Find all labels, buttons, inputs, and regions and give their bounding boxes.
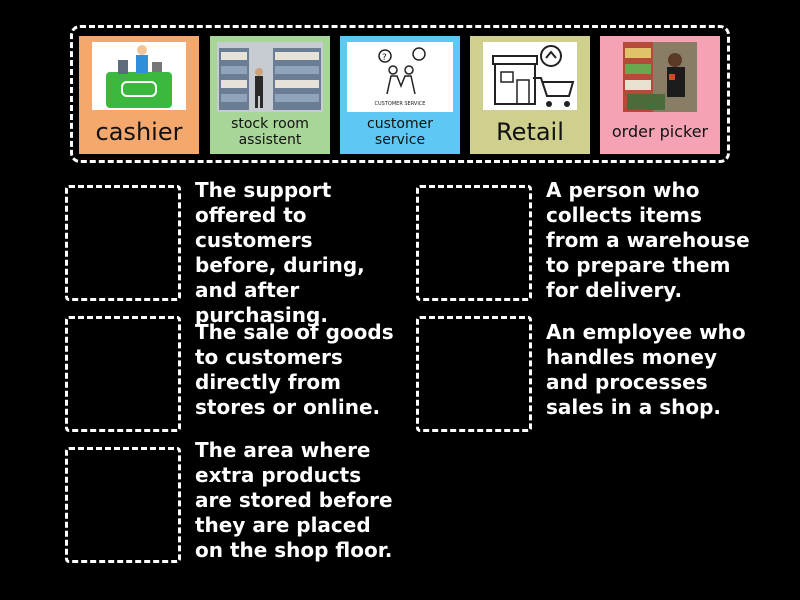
card-label: cashier	[95, 118, 183, 146]
shop-cart-icon	[483, 42, 577, 110]
drop-zone-4[interactable]	[416, 316, 532, 432]
card-label: customer service	[367, 116, 433, 148]
svg-text:?: ?	[382, 53, 387, 63]
card-customer-service[interactable]: ? CUSTOMER SERVICE customer service	[340, 36, 460, 154]
drop-zone-2[interactable]	[416, 185, 532, 301]
card-cashier[interactable]: cashier	[79, 36, 199, 154]
card-label: Retail	[496, 118, 564, 146]
drop-zone-5[interactable]	[65, 447, 181, 563]
cashier-illustration-icon	[92, 42, 186, 110]
drop-zone-1[interactable]	[65, 185, 181, 301]
card-stock-room-assistent[interactable]: stock room assistent	[210, 36, 330, 154]
card-retail[interactable]: Retail	[470, 36, 590, 154]
customer-service-icon: ? CUSTOMER SERVICE	[347, 42, 453, 112]
drop-zone-3[interactable]	[65, 316, 181, 432]
card-label: stock room assistent	[231, 116, 309, 148]
definition-order-picker: A person who collects items from a wareh…	[546, 178, 750, 302]
card-order-picker[interactable]: order picker	[600, 36, 720, 154]
definition-customer-service: The support offered to customers before,…	[195, 178, 365, 327]
card-tray	[70, 25, 730, 163]
customer-service-caption: CUSTOMER SERVICE	[375, 101, 426, 107]
definition-stock-room: The area where extra products are stored…	[195, 438, 393, 562]
card-label: order picker	[611, 122, 709, 141]
warehouse-photo-icon	[217, 42, 323, 112]
definition-retail: The sale of goods to customers directly …	[195, 320, 394, 419]
order-picker-photo-icon	[623, 42, 697, 112]
definition-cashier: An employee who handles money and proces…	[546, 320, 746, 419]
